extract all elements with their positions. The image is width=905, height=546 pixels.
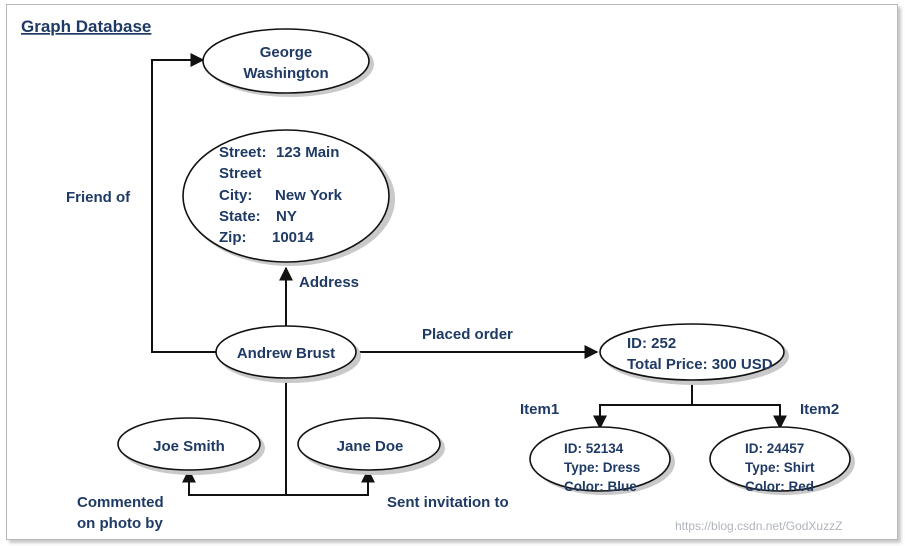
george-line-1: George bbox=[260, 44, 313, 61]
label-friend-of: Friend of bbox=[66, 189, 131, 206]
jane-label: Jane Doe bbox=[337, 438, 404, 455]
address-street-value-2: Street bbox=[219, 165, 262, 182]
item1-type: Type: Dress bbox=[564, 460, 640, 475]
edge-friend-of bbox=[151, 53, 217, 353]
node-address: Street: 123 Main Street City: New York S… bbox=[182, 129, 395, 266]
node-joe-smith: Joe Smith bbox=[117, 417, 265, 475]
label-commented-line-1: Commented bbox=[77, 494, 164, 511]
label-item1: Item1 bbox=[520, 401, 559, 418]
item2-type: Type: Shirt bbox=[745, 460, 815, 475]
edge-commented bbox=[182, 378, 287, 496]
item1-id: ID: 52134 bbox=[564, 441, 624, 456]
label-item2: Item2 bbox=[800, 401, 839, 418]
node-george-washington: George Washington bbox=[202, 28, 374, 97]
node-order: ID: 252 Total Price: 300 USD bbox=[599, 323, 789, 385]
address-state-value: NY bbox=[276, 208, 297, 225]
node-item1: ID: 52134 Type: Dress Color: Blue bbox=[529, 426, 675, 495]
label-placed-order: Placed order bbox=[422, 326, 513, 343]
edge-item1 bbox=[593, 380, 693, 430]
label-address: Address bbox=[299, 274, 359, 291]
node-item2: ID: 24457 Type: Shirt Color: Red bbox=[709, 426, 855, 495]
address-city-value: New York bbox=[275, 187, 343, 204]
item2-id: ID: 24457 bbox=[745, 441, 804, 456]
address-zip-label: Zip: bbox=[219, 229, 247, 246]
edge-sent-invitation bbox=[286, 468, 375, 496]
item1-color: Color: Blue bbox=[564, 479, 637, 494]
order-total: Total Price: 300 USD bbox=[627, 356, 773, 373]
label-commented-line-2: on photo by bbox=[77, 515, 163, 532]
edge-item2 bbox=[692, 404, 787, 430]
address-street-label: Street: bbox=[219, 144, 267, 161]
andrew-label: Andrew Brust bbox=[237, 345, 335, 362]
node-jane-doe: Jane Doe bbox=[297, 417, 445, 475]
label-sent-invitation: Sent invitation to bbox=[387, 494, 509, 511]
joe-label: Joe Smith bbox=[153, 438, 225, 455]
george-line-2: Washington bbox=[243, 65, 328, 82]
address-state-label: State: bbox=[219, 208, 261, 225]
watermark: https://blog.csdn.net/GodXuzzZ bbox=[675, 519, 842, 533]
address-city-label: City: bbox=[219, 187, 252, 204]
item2-color: Color: Red bbox=[745, 479, 814, 494]
address-zip-value: 10014 bbox=[272, 229, 314, 246]
address-street-value-1: 123 Main bbox=[276, 144, 339, 161]
order-id: ID: 252 bbox=[627, 335, 676, 352]
page-title: Graph Database bbox=[21, 17, 151, 36]
node-andrew-brust: Andrew Brust bbox=[215, 325, 361, 383]
